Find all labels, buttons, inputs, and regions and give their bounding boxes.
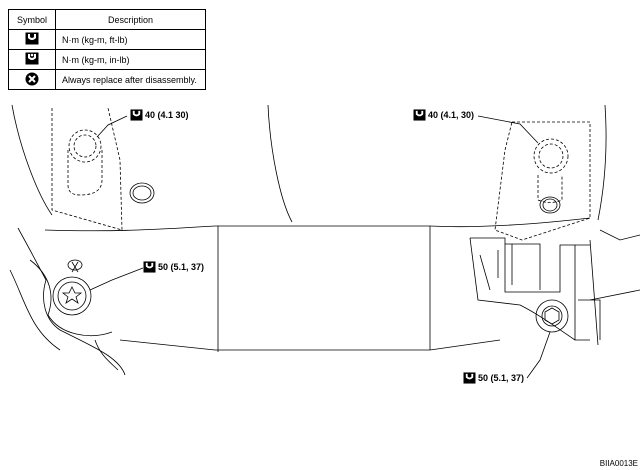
right-bolt-hole-upper [533,138,569,174]
legend-row: N·m (kg-m, in-lb) [8,49,206,70]
legend-row: Always replace after disassembly. [8,69,206,90]
torque-callout-bottom-right: 50 (5.1, 37) [463,372,524,384]
torque-wrench-icon [130,109,143,121]
torque-wrench-icon [143,261,156,273]
frame-center-panel [217,226,431,352]
leader-top-left [96,115,128,138]
legend-symbol-cell [8,49,56,70]
legend-description-cell: N·m (kg-m, ft-lb) [55,29,206,50]
legend-symbol-cell [8,69,56,90]
left-arm [17,227,126,376]
torque-wrench-icon [25,32,39,45]
left-hole-lower [129,182,155,204]
left-bolt-outer [52,276,92,316]
legend-description-cell: N·m (kg-m, in-lb) [55,49,206,70]
body-top-curve [267,104,293,223]
torque-wrench-icon [413,109,426,121]
body-right-curve [597,104,607,221]
torque-value-top-right: 40 (4.1, 30) [428,110,475,120]
right-mount-body [470,237,590,293]
legend-header-description: Description [55,9,206,30]
left-bolt-star [61,286,83,304]
torque-value-bottom-right: 50 (5.1, 37) [478,373,525,383]
right-bolt-outer [535,299,569,333]
legend-description-cell: Always replace after disassembly. [55,69,206,90]
torque-callout-top-right: 40 (4.1, 30) [413,109,474,121]
right-bolt-hex [544,307,560,325]
legend-row: N·m (kg-m, ft-lb) [8,29,206,50]
symbol-legend-table: Symbol Description N·m (kg-m, ft-lb) N·m… [8,9,206,90]
left-bracket-inner [67,148,103,196]
leader-top-right [477,115,539,144]
torque-wrench-inlb-icon [25,52,39,65]
replace-part-icon [25,72,39,85]
left-bolt-hole-upper [68,129,102,163]
leader-mid-left [89,267,144,291]
legend-header-symbol: Symbol [8,9,56,30]
torque-value-top-left: 40 (4.1 30) [145,110,189,120]
figure-id-label: BIIA0013E [599,459,638,468]
legend-header-row: Symbol Description [8,9,206,30]
legend-symbol-cell [8,29,56,50]
right-bracket-outline [494,121,591,241]
torque-callout-mid-left: 50 (5.1, 37) [143,261,204,273]
torque-value-mid-left: 50 (5.1, 37) [158,262,205,272]
leader-bottom-right [526,331,551,379]
torque-wrench-icon [463,372,476,384]
left-bracket-outline [51,107,123,231]
frame-lower-edge [119,339,501,351]
frame-upper-edge [44,217,591,232]
right-hole-lower [539,196,561,214]
torque-callout-top-left: 40 (4.1 30) [130,109,189,121]
